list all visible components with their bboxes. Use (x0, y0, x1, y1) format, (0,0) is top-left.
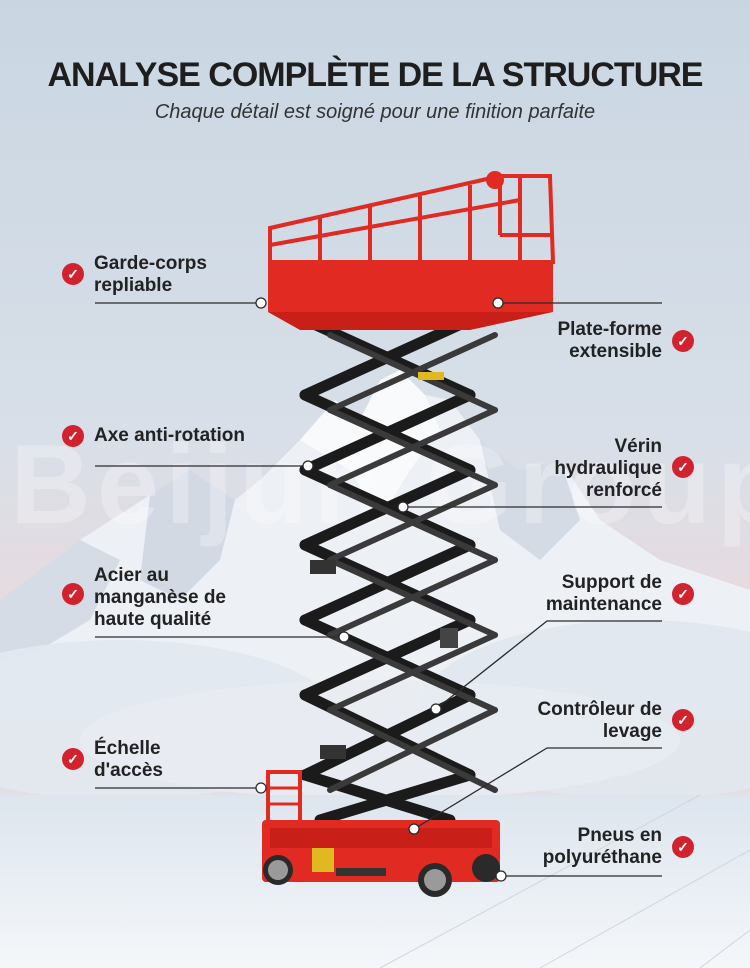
feature-label-line: Plate-forme (557, 319, 662, 340)
feature-label-line: manganèse de (94, 587, 226, 608)
feature-label-line: Pneus en (577, 825, 662, 846)
check-icon: ✓ (62, 748, 84, 770)
feature-plate-forme: Plate-forme extensible (557, 319, 662, 363)
feature-acier-manganese: Acier au manganèse de haute qualité (94, 565, 226, 631)
feature-controleur-levage: Contrôleur de levage (537, 699, 662, 743)
feature-axe-anti-rotation: Axe anti-rotation (94, 425, 245, 447)
check-icon: ✓ (672, 836, 694, 858)
check-icon: ✓ (672, 709, 694, 731)
feature-label-line: Échelle (94, 738, 161, 759)
feature-label-line: polyuréthane (542, 847, 662, 868)
feature-label-line: maintenance (545, 594, 662, 615)
check-icon: ✓ (62, 263, 84, 285)
feature-label-line: haute qualité (94, 609, 212, 630)
feature-label-line: Support de (561, 572, 662, 593)
feature-label-line: Contrôleur de (537, 699, 662, 720)
feature-pneus: Pneus en polyuréthane (543, 825, 662, 869)
feature-garde-corps: Garde-corps repliable (94, 253, 207, 297)
check-icon: ✓ (62, 583, 84, 605)
feature-label-line: Garde-corps (94, 253, 207, 274)
feature-label-line: levage (602, 721, 662, 742)
feature-echelle: Échelle d'accès (94, 738, 163, 782)
feature-label-line: repliable (94, 275, 173, 296)
feature-label-line: Vérin (614, 436, 662, 457)
feature-label-line: d'accès (94, 760, 163, 781)
feature-label-line: hydraulique (554, 458, 662, 479)
check-icon: ✓ (62, 425, 84, 447)
page-title: ANALYSE COMPLÈTE DE LA STRUCTURE (47, 56, 704, 94)
feature-label-line: extensible (569, 341, 662, 362)
feature-verin-hydraulique: Vérin hydraulique renforcé (554, 436, 662, 502)
feature-support-maintenance: Support de maintenance (546, 572, 662, 616)
check-icon: ✓ (672, 456, 694, 478)
page-subtitle: Chaque détail est soigné pour une finiti… (154, 101, 596, 123)
feature-label-line: Acier au (94, 565, 169, 586)
feature-label-line: renforcé (585, 480, 662, 501)
feature-label-line: Axe anti-rotation (94, 425, 245, 446)
check-icon: ✓ (672, 583, 694, 605)
check-icon: ✓ (672, 330, 694, 352)
watermark: Beijun Group (10, 422, 750, 547)
